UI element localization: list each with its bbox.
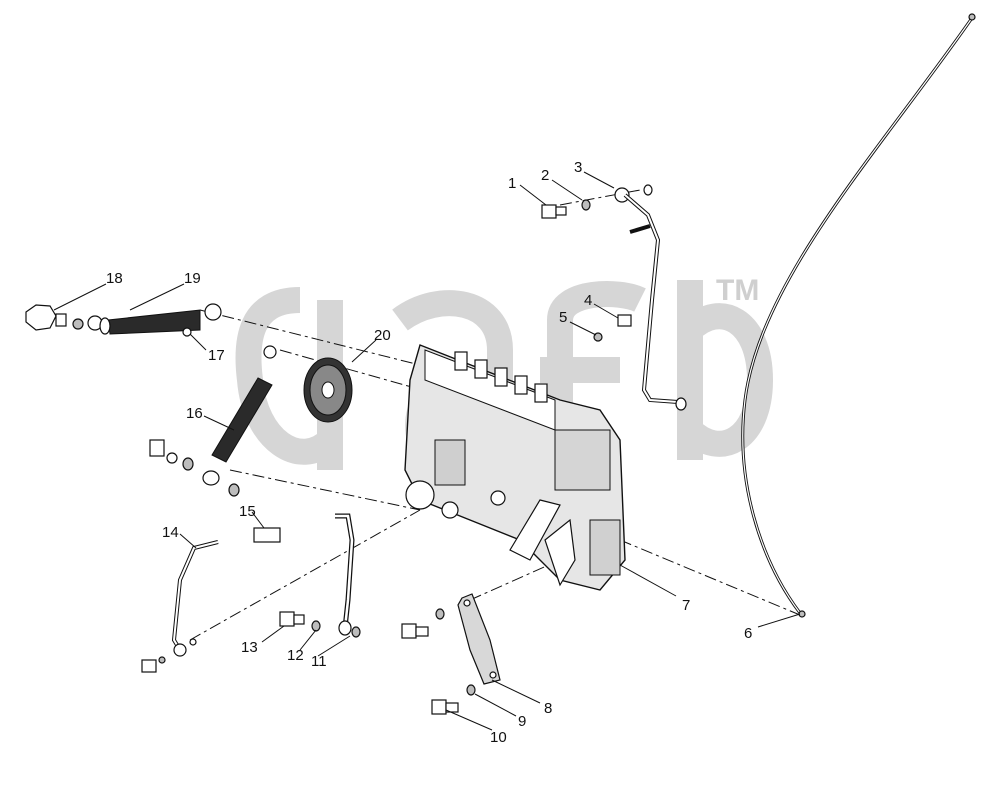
callout-3: 3 (574, 159, 582, 176)
part-17-ring (182, 327, 192, 337)
part-18-bolt (25, 304, 103, 331)
part-9-washer (435, 608, 476, 696)
part-7-injection-pump (404, 344, 626, 591)
callout-13: 13 (241, 639, 258, 656)
callout-4: 4 (584, 292, 592, 309)
part-10-bolt (401, 623, 459, 715)
part-19-hose (99, 303, 222, 335)
part-20-gear (303, 357, 353, 423)
part-6-long-tube (741, 13, 976, 618)
part-8-bracket (457, 593, 501, 685)
part-3-pipe (614, 184, 687, 411)
leader-lines (53, 171, 801, 731)
part-1-bolt (541, 204, 567, 219)
part-12-washer (311, 620, 321, 632)
part-4-clamp (617, 314, 632, 327)
part-15-adapter (253, 527, 281, 543)
callout-5: 5 (559, 309, 567, 326)
callout-15: 15 (239, 503, 256, 520)
part-2-washer (581, 199, 591, 211)
callout-6: 6 (744, 625, 752, 642)
callout-19: 19 (184, 270, 201, 287)
callout-12: 12 (287, 647, 304, 664)
callout-17: 17 (208, 347, 225, 364)
trademark-mark: TM (716, 274, 759, 307)
part-13-bolt (279, 611, 305, 627)
part-16-hose-line (149, 345, 277, 497)
part-11-pipe (335, 513, 361, 638)
callout-20: 20 (374, 327, 391, 344)
callout-8: 8 (544, 700, 552, 717)
callout-9: 9 (518, 713, 526, 730)
callout-2: 2 (541, 167, 549, 184)
callout-labels: 1 2 3 4 5 6 7 8 9 10 11 12 13 14 15 16 1… (106, 159, 752, 746)
callout-1: 1 (508, 175, 516, 192)
callout-14: 14 (162, 524, 179, 541)
part-14-pipe (141, 540, 219, 673)
callout-18: 18 (106, 270, 123, 287)
callout-16: 16 (186, 405, 203, 422)
callout-11: 11 (311, 653, 327, 670)
callout-7: 7 (682, 597, 690, 614)
callout-10: 10 (490, 729, 507, 746)
